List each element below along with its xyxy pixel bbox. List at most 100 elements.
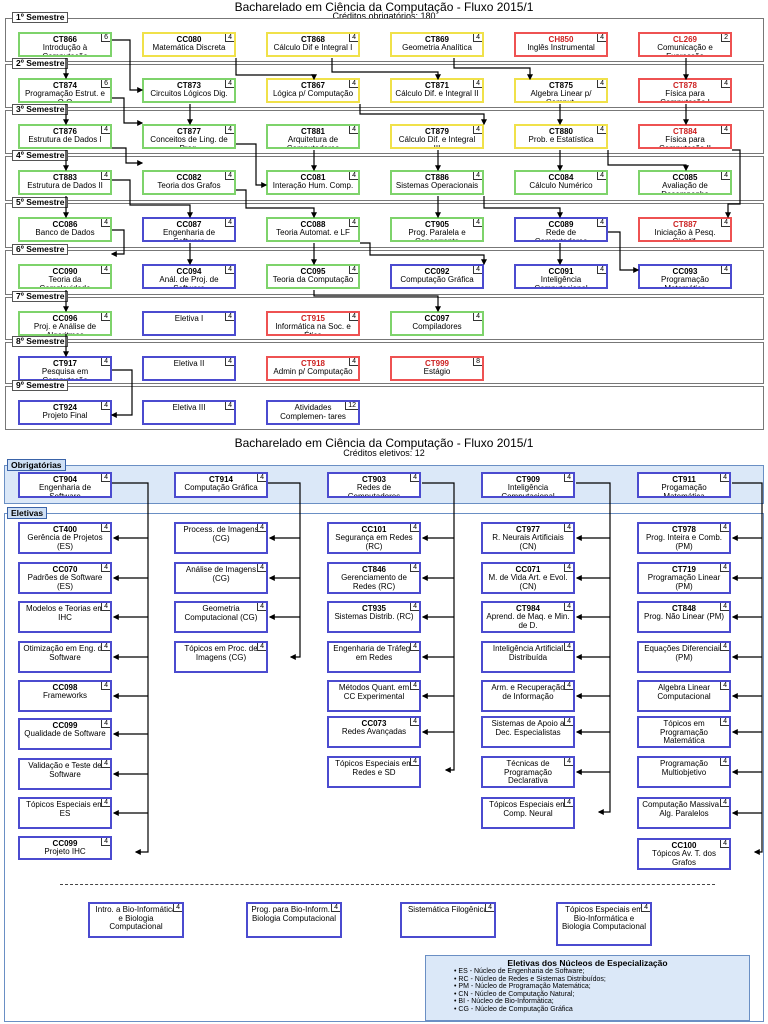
course-name: Otimização em Eng. de Software — [23, 644, 107, 662]
elective-course-card[interactable]: Tópicos em Proc. de Imagens (CG)4 — [174, 641, 268, 673]
credits-badge: 4 — [597, 34, 606, 42]
course-code: CT876 — [52, 127, 77, 136]
bioinformatics-course-card[interactable]: Prog. para Bio-Inform. e Biologia Comput… — [246, 902, 342, 938]
course-name: Algebra Linear p/ Comput. — [530, 89, 592, 103]
elective-course-card[interactable]: Análise de Imagens (CG)4 — [174, 562, 268, 594]
course-name: Atividades Complemen- tares — [280, 403, 346, 421]
credits-badge: 4 — [225, 172, 234, 180]
course-name: Progamação Matemática — [661, 483, 707, 498]
credits-badge: 4 — [720, 718, 729, 726]
prerequisite-arrow — [732, 482, 763, 855]
bioinformatics-course-card[interactable]: Tópicos Especiais em Bio-Informática e B… — [556, 902, 652, 946]
prerequisite-arrow — [422, 482, 455, 773]
elective-course-card[interactable]: Equações Diferenciais (PM)4 — [637, 641, 731, 673]
credits-badge: 4 — [225, 219, 234, 227]
course-name: M. de Vida Art. e Evol. (CN) — [488, 573, 568, 591]
prerequisite-arrow — [313, 290, 441, 313]
elective-course-card[interactable]: Geometria Computacional (CG)4 — [174, 601, 268, 633]
course-code: CC101 — [361, 525, 387, 534]
prerequisite-arrow — [607, 150, 689, 172]
credits-badge: 4 — [257, 603, 266, 611]
prerequisite-arrow — [268, 482, 301, 660]
course-code: CT914 — [208, 475, 233, 484]
course-name: Iniciação à Pesq. Cientif. — [654, 228, 716, 242]
flow1-subtitle: Créditos obrigatórios: 180 — [332, 11, 436, 21]
bioinformatics-course-card[interactable]: Intro. a Bio-Informática e Biologia Comp… — [88, 902, 184, 938]
elective-course-card[interactable]: Process. de Imagens (CG)4 — [174, 522, 268, 554]
course-code: CT400 — [52, 525, 77, 534]
